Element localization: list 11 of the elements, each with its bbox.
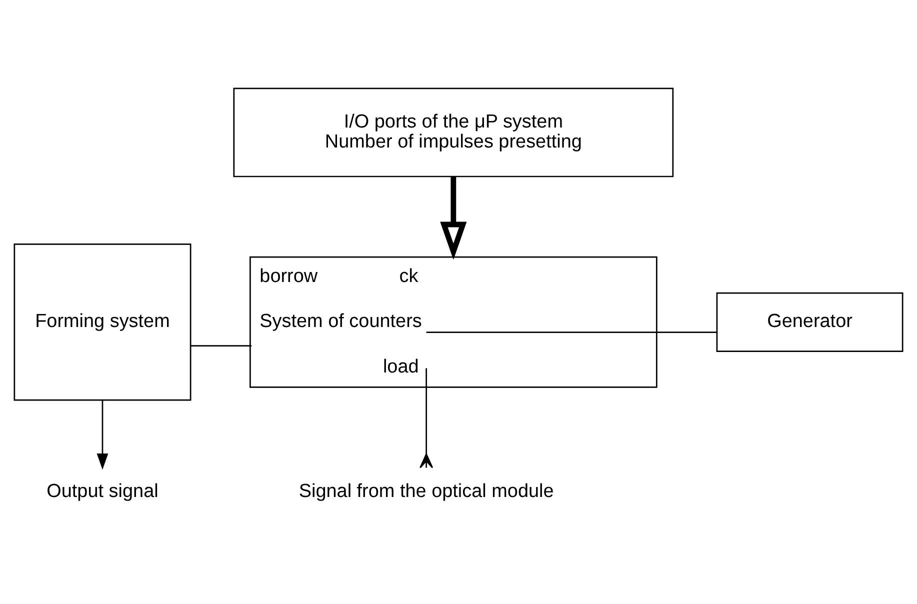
arrow [440,176,467,260]
connector [420,368,434,468]
node-box: I/O ports of the μP system Number of impulses presetting [233,87,674,177]
node-box: Forming system [14,243,192,400]
node-box: Generator [716,292,904,352]
connector [190,344,252,346]
node-text: Signal from the optical module [298,480,554,502]
connector [426,331,717,332]
arrow [96,400,108,470]
node-box: borrow ck System of counters load [250,256,658,388]
node-text: Output signal [46,480,158,502]
